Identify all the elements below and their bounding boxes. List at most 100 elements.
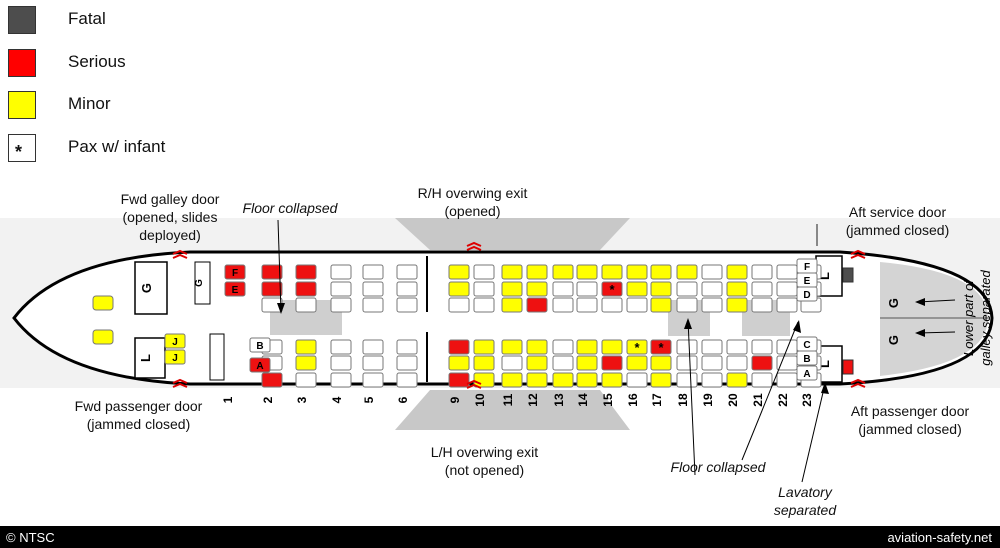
seat-3-left-2	[295, 372, 317, 388]
aft-crew-seat-top	[842, 267, 854, 283]
seat-22-left-0	[776, 339, 798, 355]
serious-swatch	[8, 49, 36, 77]
seat-22-right-0	[776, 264, 798, 280]
seat-22-left-1	[776, 355, 798, 371]
rh-overwing-line2: (opened)	[444, 203, 501, 219]
arrowhead-galley-2	[915, 329, 925, 337]
seat-2f-letter: F	[232, 268, 238, 279]
seat-4-right-0	[330, 264, 352, 280]
seat-2-right-0	[261, 264, 283, 280]
infant-marker-16: *	[634, 340, 640, 355]
arrowhead-galley-1	[915, 298, 925, 306]
seat-12-right-1	[526, 281, 548, 297]
fwd-lavatory-label: L	[138, 354, 153, 362]
seat-19-left-2	[701, 372, 723, 388]
floor-collapsed-fwd-note: Floor collapsed	[242, 200, 338, 216]
seat-13-left-1	[552, 355, 574, 371]
seat-4-left-2	[330, 372, 352, 388]
fwd-galley-box	[134, 261, 168, 315]
seat-18-left-2	[676, 372, 698, 388]
seat-11-left-0	[501, 339, 523, 355]
seat-6-right-2	[396, 297, 418, 313]
seat-2a	[249, 357, 271, 373]
aft-pax-door-line1: Aft passenger door	[850, 403, 970, 419]
infant-star-icon: *	[15, 142, 23, 162]
footer-bar: © NTSC aviation-safety.net	[0, 526, 1000, 548]
seat-20-right-0	[726, 264, 748, 280]
seat-6-right-0	[396, 264, 418, 280]
fwd-pax-door-line1: Fwd passenger door	[74, 398, 203, 414]
lh-overwing-marker-1	[466, 383, 482, 389]
rh-overwing-marker-1	[466, 245, 482, 251]
seat-11-right-1	[501, 281, 523, 297]
row-label-2: 2	[261, 396, 275, 403]
rh-overwing-line1: R/H overwing exit	[417, 185, 528, 201]
seat-14-right-2	[576, 297, 598, 313]
fwd-galley-2-label: G	[194, 279, 205, 287]
crew-seat-j2	[164, 349, 186, 365]
seat-5-right-1	[362, 281, 384, 297]
fwd-closet-box	[209, 333, 225, 381]
seat-16-right-2	[626, 297, 648, 313]
row-label-15: 15	[601, 393, 615, 407]
seat-21-left-2	[751, 372, 773, 388]
cockpit-seat-1	[92, 329, 114, 345]
seat-18-right-0	[676, 264, 698, 280]
lh-overwing-marker-0	[466, 379, 482, 385]
seat-20-left-2	[726, 372, 748, 388]
aft-galley-label-top: G	[886, 298, 901, 308]
site-credit: aviation-safety.net	[887, 530, 992, 545]
seat-12-right-0	[526, 264, 548, 280]
seat-2a-letter: A	[256, 361, 263, 372]
seat-22-right-1	[776, 281, 798, 297]
row-label-17: 17	[650, 393, 664, 407]
seat-5-right-0	[362, 264, 384, 280]
row-label-9: 9	[448, 396, 462, 403]
lower-galley-label-2: galley separated	[978, 270, 993, 366]
seat-19-right-1	[701, 281, 723, 297]
seat-13-left-0	[552, 339, 574, 355]
seat-20-left-1	[726, 355, 748, 371]
seat-15-left-1	[601, 355, 623, 371]
lh-overwing-line2: (not opened)	[444, 462, 525, 478]
seat-19-left-0	[701, 339, 723, 355]
seat-4-left-1	[330, 355, 352, 371]
crew-seat-j1-letter: J	[172, 337, 178, 348]
seat-18-right-1	[676, 281, 698, 297]
seat-11-right-2	[501, 297, 523, 313]
seat-13-right-2	[552, 297, 574, 313]
crew-seat-j1	[164, 333, 186, 349]
aft-service-door-line2: (jammed closed)	[845, 222, 950, 238]
seat-6-left-0	[396, 339, 418, 355]
seat-23-left-B-letter: B	[803, 354, 810, 365]
seat-6-right-1	[396, 281, 418, 297]
aft-service-door-marker-0	[850, 249, 866, 255]
seat-13-right-1	[552, 281, 574, 297]
seat-23-right-F-letter: F	[804, 262, 810, 273]
infant-marker-17: *	[658, 340, 664, 355]
seat-9-left-2	[448, 372, 470, 388]
seat-5-left-0	[362, 339, 384, 355]
seat-3-right-0	[295, 264, 317, 280]
seat-6-left-2	[396, 372, 418, 388]
seat-2b-letter: B	[256, 341, 263, 352]
seat-18-left-1	[676, 355, 698, 371]
row-label-1: 1	[221, 396, 235, 403]
cockpit-seat-0	[92, 295, 114, 311]
row-label-14: 14	[576, 393, 590, 407]
seat-9-right-1	[448, 281, 470, 297]
minor-swatch	[8, 91, 36, 119]
seat-10-left-1	[473, 355, 495, 371]
row-label-5: 5	[362, 396, 376, 403]
seat-2-right-1	[261, 281, 283, 297]
fwd-galley-door-marker-1	[172, 253, 188, 259]
seat-13-right-0	[552, 264, 574, 280]
lower-galley-label-1: Lower part of	[961, 279, 976, 356]
legend-label-infant: Pax w/ infant	[68, 137, 166, 156]
row-label-6: 6	[396, 396, 410, 403]
seat-21-left-1	[751, 355, 773, 371]
row-label-12: 12	[526, 393, 540, 407]
row-label-13: 13	[552, 393, 566, 407]
